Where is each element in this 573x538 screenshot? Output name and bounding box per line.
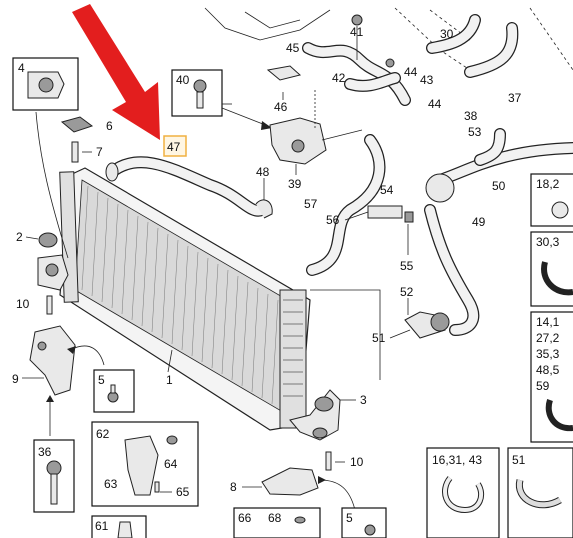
label-63: 63	[104, 477, 118, 491]
label-10-left: 10	[16, 297, 30, 311]
label-42: 42	[332, 71, 346, 85]
label-45: 45	[286, 41, 300, 55]
bracket-9	[22, 325, 105, 436]
clamp-48	[255, 178, 273, 219]
box-61	[91, 515, 147, 538]
red-arrow-indicator	[72, 4, 160, 140]
label-30: 30	[440, 27, 454, 41]
label-53: 53	[468, 125, 482, 139]
label-10-right: 10	[350, 455, 364, 469]
label-4: 4	[18, 61, 25, 75]
label-8: 8	[230, 480, 237, 494]
box-4	[12, 57, 79, 259]
label-61: 61	[95, 519, 109, 533]
label-37: 37	[508, 91, 522, 105]
label-49: 49	[472, 215, 486, 229]
label-35-box: 35,3	[536, 347, 560, 361]
label-51-main: 51	[372, 331, 386, 345]
label-59-box: 59	[536, 379, 550, 393]
label-66: 66	[238, 511, 252, 525]
label-57: 57	[304, 197, 318, 211]
label-6: 6	[106, 119, 113, 133]
label-64: 64	[164, 457, 178, 471]
right-hoses	[306, 128, 573, 380]
label-9: 9	[12, 372, 19, 386]
label-54: 54	[380, 183, 394, 197]
label-39: 39	[288, 177, 302, 191]
right-column-boxes	[530, 173, 573, 443]
label-51-box: 51	[512, 453, 526, 467]
label-56: 56	[326, 213, 340, 227]
label-38: 38	[464, 109, 478, 123]
label-40: 40	[176, 73, 190, 87]
bolts-10	[46, 295, 345, 471]
label-44-top: 44	[404, 65, 418, 79]
label-50: 50	[492, 179, 506, 193]
label-46: 46	[274, 100, 288, 114]
highlight-box-47	[163, 135, 187, 157]
label-65: 65	[176, 485, 190, 499]
bracket-8	[242, 298, 450, 511]
label-44-bottom: 44	[428, 97, 442, 111]
bracket-39	[266, 65, 363, 175]
box-62	[91, 421, 199, 507]
label-3: 3	[360, 393, 367, 407]
label-43: 43	[420, 73, 434, 87]
box-66	[233, 507, 321, 538]
label-14-box: 14,1	[536, 315, 560, 329]
label-2: 2	[16, 230, 23, 244]
box-36	[33, 439, 75, 513]
label-62: 62	[96, 427, 110, 441]
label-48: 48	[256, 165, 270, 179]
box-40	[171, 69, 272, 130]
label-7: 7	[96, 145, 103, 159]
label-36: 36	[38, 445, 52, 459]
box-51-right	[507, 447, 573, 538]
label-16-31-43: 16,31, 43	[432, 453, 482, 467]
label-47: 47	[167, 140, 181, 154]
label-1: 1	[166, 373, 173, 387]
label-30-box: 30,3	[536, 235, 560, 249]
hose-47	[105, 156, 268, 217]
box-16-31-43	[426, 447, 500, 538]
label-5-left: 5	[98, 373, 105, 387]
label-27-box: 27,2	[536, 331, 560, 345]
part-2	[25, 232, 69, 291]
box-5-right	[341, 507, 387, 538]
label-41: 41	[350, 25, 364, 39]
part-6-7	[60, 116, 94, 163]
label-55: 55	[400, 259, 414, 273]
label-18-box: 18,2	[536, 177, 560, 191]
label-68: 68	[268, 511, 282, 525]
box-5-left	[93, 369, 135, 413]
label-5-right: 5	[346, 511, 353, 525]
label-48-box: 48,5	[536, 363, 560, 377]
label-52: 52	[400, 285, 414, 299]
upper-hoses	[302, 14, 519, 106]
radiator	[59, 167, 341, 441]
